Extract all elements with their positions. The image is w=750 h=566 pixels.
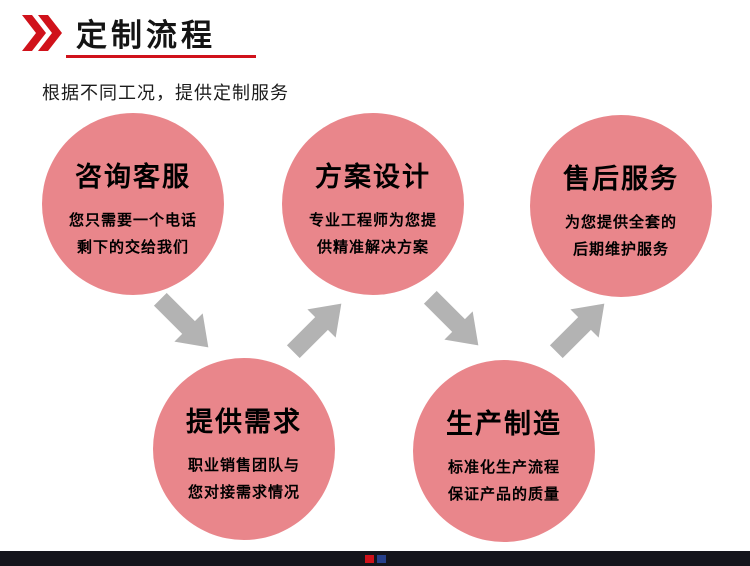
step-desc-line: 专业工程师为您提 [308,211,437,229]
step-desc-line: 职业销售团队与 [187,456,300,474]
footer-logo-red-block [364,554,374,563]
step-circle-design: 方案设计 专业工程师为您提 供精准解决方案 [282,113,464,295]
fast-forward-chevrons-icon [22,14,62,51]
footer-logo [364,554,386,563]
step-desc-line: 您对接需求情况 [187,483,300,501]
flow-arrow-down-right-2 [415,282,496,363]
step-desc-line: 您只需要一个电话 [68,211,197,229]
step-desc-line: 保证产品的质量 [447,485,560,503]
step-title: 提供需求 [186,407,302,438]
flow-arrow-up-right-1 [278,287,359,368]
step-circle-production: 生产制造 标准化生产流程 保证产品的质量 [413,360,595,542]
title-underline [66,55,256,58]
step-title: 售后服务 [563,164,679,195]
flow-arrow-up-right-2 [541,287,622,368]
step-desc-line: 为您提供全套的 [564,213,677,231]
step-title: 方案设计 [315,162,431,193]
step-description: 为您提供全套的 后期维护服务 [530,209,712,263]
subtitle: 根据不同工况，提供定制服务 [42,83,289,103]
step-description: 标准化生产流程 保证产品的质量 [413,454,595,508]
step-circle-consult: 咨询客服 您只需要一个电话 剩下的交给我们 [42,113,224,295]
header: 定制流程 [22,10,216,55]
step-desc-line: 剩下的交给我们 [76,238,189,256]
step-desc-line: 后期维护服务 [572,240,669,258]
step-circle-aftersales: 售后服务 为您提供全套的 后期维护服务 [530,115,712,297]
footer-bar [0,551,750,566]
step-desc-line: 标准化生产流程 [447,458,560,476]
step-title: 生产制造 [446,409,562,440]
step-description: 职业销售团队与 您对接需求情况 [153,452,335,506]
step-description: 您只需要一个电话 剩下的交给我们 [42,207,224,261]
step-circle-requirements: 提供需求 职业销售团队与 您对接需求情况 [153,358,335,540]
flow-arrow-down-right-1 [145,284,226,365]
footer-logo-blue-block [376,554,386,563]
page-title: 定制流程 [76,18,216,53]
step-description: 专业工程师为您提 供精准解决方案 [282,207,464,261]
step-desc-line: 供精准解决方案 [316,238,429,256]
step-title: 咨询客服 [75,162,191,193]
